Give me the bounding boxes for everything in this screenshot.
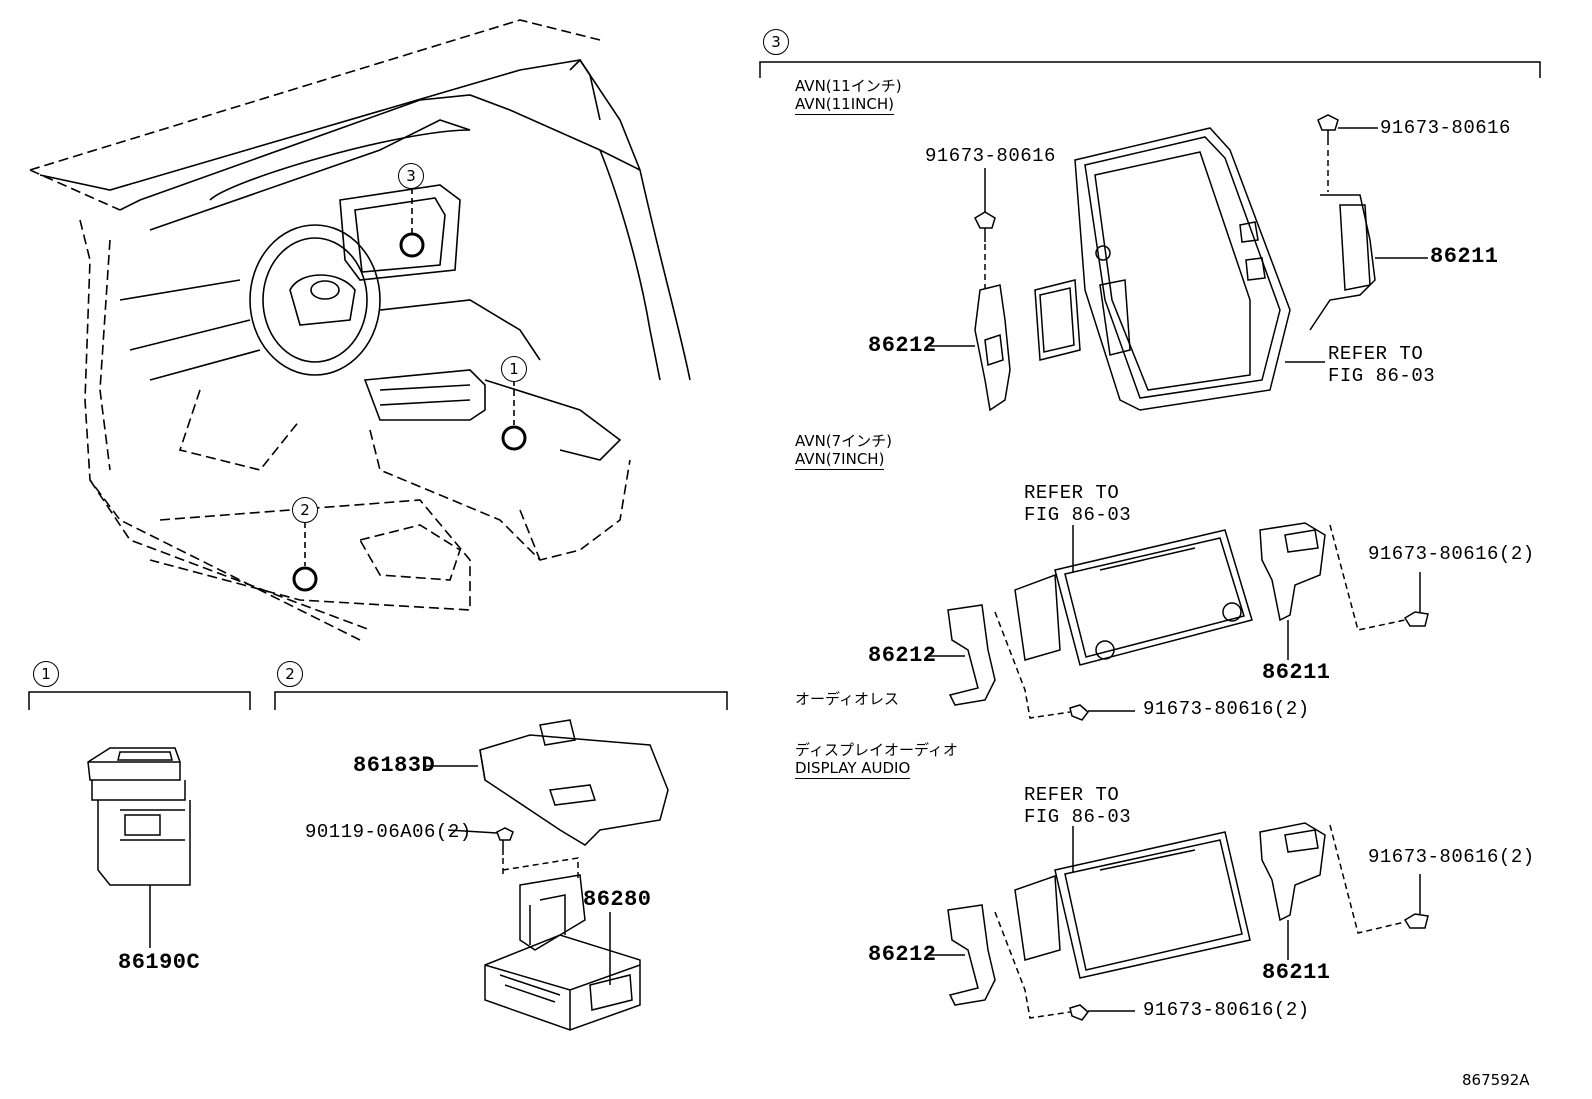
- avn11-title-en: AVN(11INCH): [795, 95, 894, 115]
- avn7-bolt-bottom-label: 91673-80616(2): [1143, 698, 1310, 720]
- callout-3: 3: [398, 163, 424, 189]
- display-audio-bracket-right-label: 86211: [1262, 960, 1331, 985]
- dashboard-illustration: [29, 19, 691, 641]
- avn11-title: AVN(11インチ) AVN(11INCH): [795, 77, 902, 115]
- section2-bracket: [274, 691, 728, 710]
- avn11-refer-line1: REFER TO: [1328, 343, 1424, 365]
- avn7-bolt-right-label: 91673-80616(2): [1368, 543, 1535, 565]
- avn7-refer-line2: FIG 86-03: [1024, 504, 1132, 526]
- display-audio-bolt-bottom-label: 91673-80616(2): [1143, 999, 1310, 1021]
- part-label-86190c: 86190C: [118, 950, 201, 975]
- switch-86190c-illustration: [87, 747, 191, 948]
- module-86280-illustration: [425, 719, 669, 1031]
- avn11-bolt-left-label: 91673-80616: [925, 145, 1056, 167]
- callout-1: 1: [501, 356, 527, 382]
- section-marker-3: 3: [763, 29, 789, 55]
- part-label-86183d: 86183D: [353, 753, 436, 778]
- part-label-90119-06a06: 90119-06A06(2): [305, 821, 472, 843]
- figure-id: 867592A: [1462, 1071, 1530, 1089]
- display-audio-bolt-right-label: 91673-80616(2): [1368, 846, 1535, 868]
- avn11-bolt-right-label: 91673-80616: [1380, 117, 1511, 139]
- section3-bracket: [759, 61, 1541, 78]
- avn7-title-en: AVN(7INCH): [795, 450, 885, 470]
- avn11-refer-line2: FIG 86-03: [1328, 365, 1436, 387]
- avn7-refer-line1: REFER TO: [1024, 482, 1120, 504]
- avn7-title-jp: AVN(7インチ): [795, 432, 893, 450]
- section1-bracket: [28, 691, 251, 710]
- display-audio-bracket-left-label: 86212: [868, 942, 937, 967]
- avn11-bracket-right-label: 86211: [1430, 244, 1499, 269]
- avn7-audioless-label: オーディオレス: [795, 690, 899, 708]
- avn11-title-jp: AVN(11インチ): [795, 77, 902, 95]
- avn11-illustration: [930, 114, 1428, 412]
- section-marker-2: 2: [277, 661, 303, 687]
- part-label-86280: 86280: [583, 887, 652, 912]
- section-marker-1: 1: [33, 661, 59, 687]
- display-audio-refer-line2: FIG 86-03: [1024, 806, 1132, 828]
- display-audio-illustration: [928, 822, 1429, 1021]
- avn7-title: AVN(7インチ) AVN(7INCH): [795, 432, 892, 470]
- avn7-bracket-right-label: 86211: [1262, 660, 1331, 685]
- avn7-illustration: [928, 522, 1429, 721]
- display-audio-title-en: DISPLAY AUDIO: [795, 759, 911, 779]
- avn11-bracket-left-label: 86212: [868, 333, 937, 358]
- callout-2: 2: [292, 497, 318, 523]
- display-audio-title-jp: ディスプレイオーディオ: [795, 741, 958, 759]
- display-audio-refer-line1: REFER TO: [1024, 784, 1120, 806]
- display-audio-title: ディスプレイオーディオ DISPLAY AUDIO: [795, 741, 958, 779]
- avn7-bracket-left-label: 86212: [868, 643, 937, 668]
